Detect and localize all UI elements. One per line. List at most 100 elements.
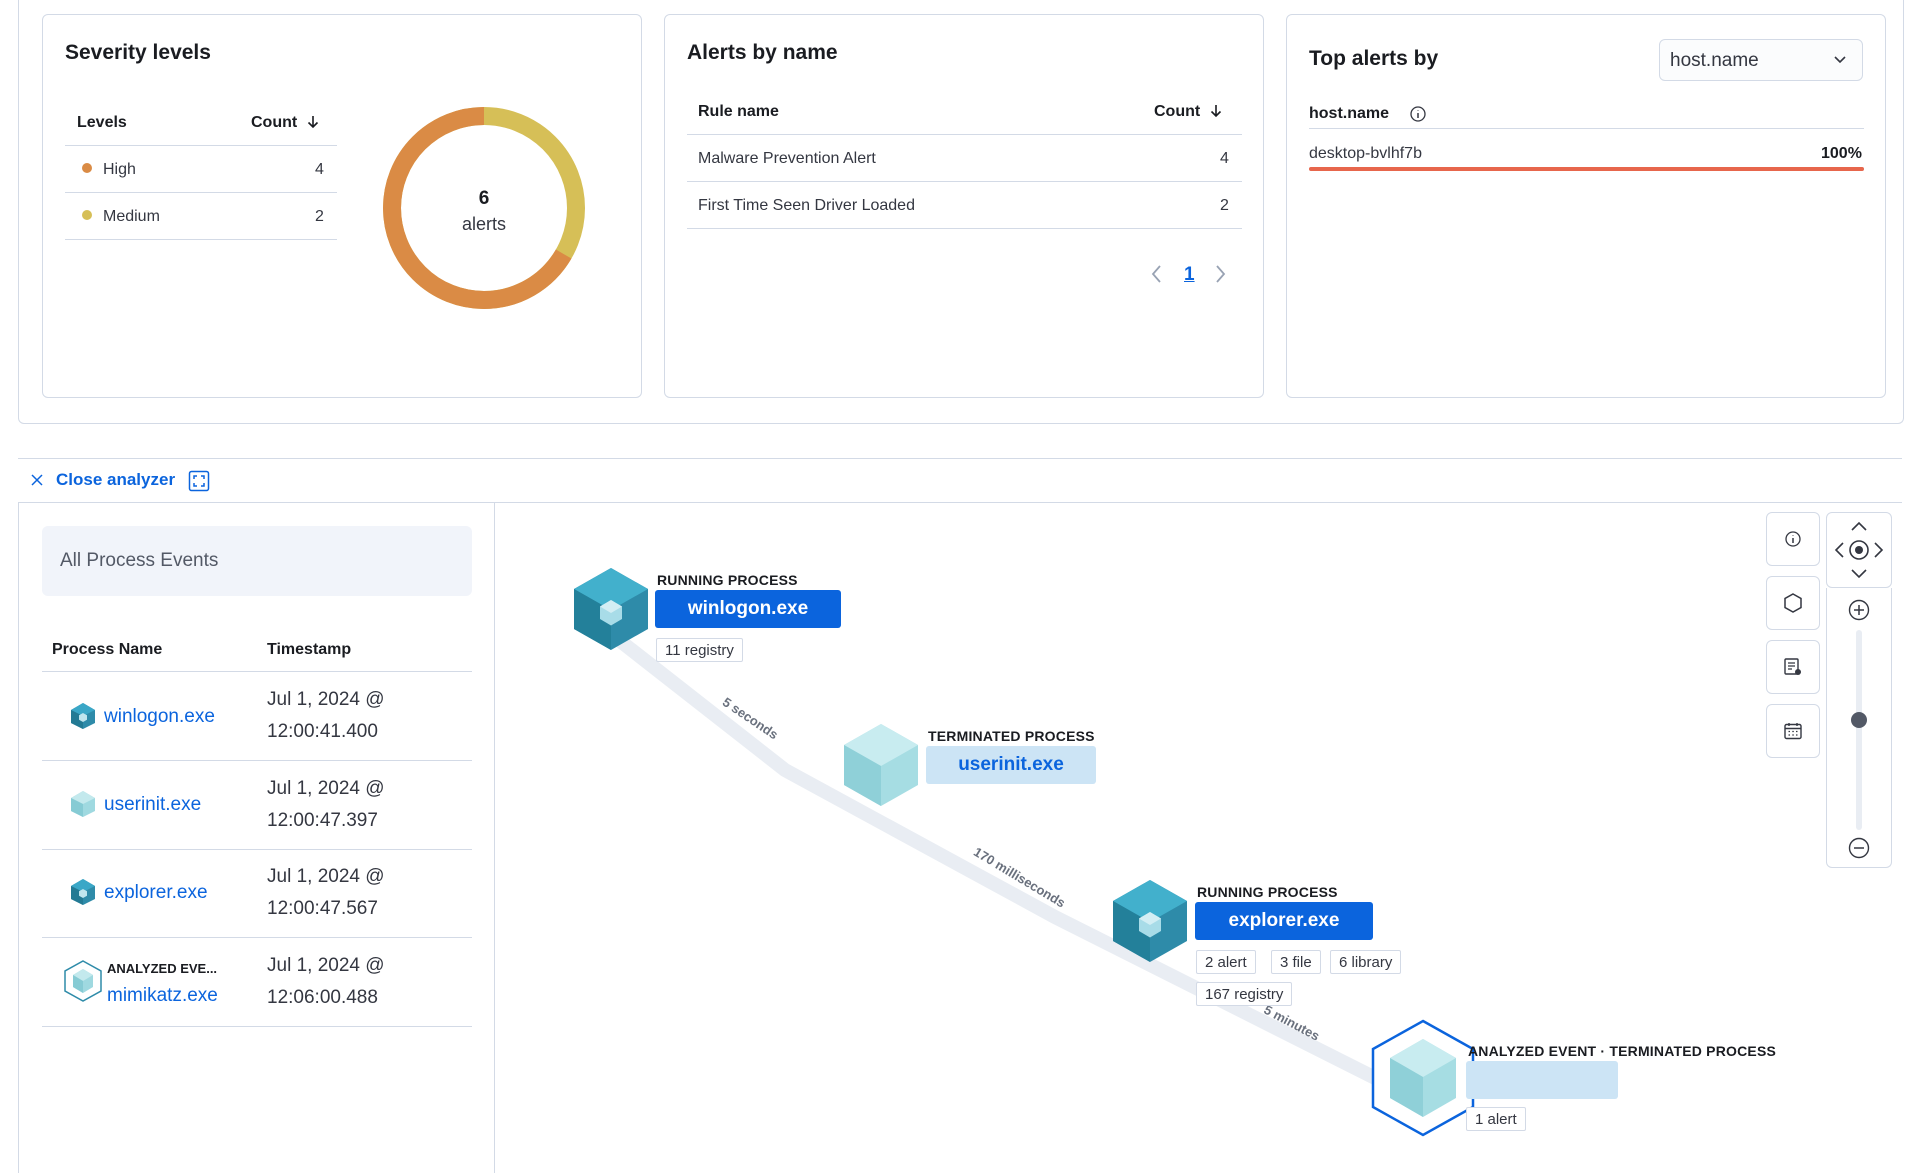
sort-down-icon bbox=[1210, 105, 1221, 118]
severity-title: Severity levels bbox=[65, 41, 211, 64]
high-severity-dot bbox=[82, 163, 92, 173]
severity-count-column-header[interactable]: Count bbox=[251, 114, 320, 132]
timestamp-date: Jul 1, 2024 @ bbox=[267, 955, 385, 976]
date-range-button[interactable] bbox=[1766, 704, 1820, 758]
analyzed-process-icon bbox=[64, 960, 102, 1002]
close-icon bbox=[31, 474, 43, 486]
info-icon[interactable] bbox=[1409, 105, 1427, 123]
alerts-summary-section bbox=[18, 0, 1904, 424]
host-progress-track bbox=[1309, 167, 1864, 171]
running-process-node-icon[interactable] bbox=[572, 566, 650, 652]
fullscreen-icon[interactable] bbox=[188, 470, 210, 492]
severity-donut-chart[interactable]: 6 alerts bbox=[379, 103, 589, 313]
hexagon-icon bbox=[1784, 593, 1802, 613]
list-settings-icon bbox=[1784, 658, 1801, 675]
graph-settings-button[interactable] bbox=[1766, 640, 1820, 694]
timestamp-time: 12:06:00.488 bbox=[267, 987, 378, 1008]
process-timestamp: Jul 1, 2024 @12:00:41.400 bbox=[267, 684, 385, 748]
divider bbox=[18, 502, 1902, 503]
sort-down-icon bbox=[307, 116, 318, 129]
process-link-explorer[interactable]: explorer.exe bbox=[104, 882, 208, 903]
all-process-events-title: All Process Events bbox=[60, 550, 219, 571]
node-state-label: TERMINATED PROCESS bbox=[928, 728, 1095, 744]
donut-unit: alerts bbox=[462, 214, 506, 234]
rule-count-cell: 4 bbox=[1220, 150, 1229, 167]
close-analyzer-button[interactable]: Close analyzer bbox=[30, 470, 175, 490]
severity-count-label: Count bbox=[251, 114, 298, 131]
event-pill[interactable]: 1 alert bbox=[1466, 1107, 1526, 1131]
divider bbox=[65, 192, 337, 193]
node-button-userinit[interactable]: userinit.exe bbox=[926, 746, 1096, 784]
zoom-in-icon[interactable] bbox=[1847, 598, 1871, 622]
timestamp-column-header[interactable]: Timestamp bbox=[267, 641, 352, 658]
terminated-process-node-icon[interactable] bbox=[842, 722, 920, 808]
divider bbox=[42, 760, 472, 761]
analyzed-event-label: ANALYZED EVE... bbox=[107, 961, 218, 976]
running-process-icon bbox=[71, 879, 95, 905]
zoom-slider-track[interactable] bbox=[1856, 630, 1862, 830]
pan-control[interactable] bbox=[1826, 512, 1892, 588]
divider bbox=[65, 239, 337, 240]
node-button-analyzed[interactable] bbox=[1466, 1061, 1618, 1099]
donut-segment-high bbox=[383, 107, 585, 309]
analyzed-process-node-icon[interactable] bbox=[1370, 1018, 1476, 1138]
divider bbox=[42, 849, 472, 850]
divider bbox=[687, 181, 1242, 182]
divider bbox=[494, 502, 495, 1173]
host-name-value[interactable]: desktop-bvlhf7b bbox=[1309, 145, 1422, 162]
rule-name-cell[interactable]: First Time Seen Driver Loaded bbox=[698, 197, 915, 214]
divider bbox=[1309, 128, 1864, 129]
terminated-process-icon bbox=[71, 791, 95, 817]
process-link-winlogon[interactable]: winlogon.exe bbox=[104, 706, 215, 727]
host-progress-fill bbox=[1309, 167, 1864, 171]
calendar-icon bbox=[1784, 723, 1802, 740]
node-state-label: RUNNING PROCESS bbox=[657, 572, 798, 588]
process-link-mimikatz[interactable]: mimikatz.exe bbox=[107, 985, 218, 1006]
severity-level-high[interactable]: High bbox=[103, 161, 136, 178]
zoom-out-icon[interactable] bbox=[1847, 836, 1871, 860]
group-by-select[interactable]: host.name bbox=[1659, 39, 1863, 81]
event-pill[interactable]: 167 registry bbox=[1196, 982, 1293, 1006]
timestamp-date: Jul 1, 2024 @ bbox=[267, 866, 385, 887]
process-link-userinit[interactable]: userinit.exe bbox=[104, 794, 202, 815]
levels-column-header[interactable]: Levels bbox=[77, 114, 127, 131]
node-button-winlogon[interactable]: winlogon.exe bbox=[655, 590, 841, 628]
rule-name-cell[interactable]: Malware Prevention Alert bbox=[698, 150, 876, 167]
severity-count-high: 4 bbox=[315, 161, 324, 178]
timestamp-time: 12:00:47.397 bbox=[267, 810, 378, 831]
running-process-node-icon[interactable] bbox=[1111, 878, 1189, 964]
chevron-down-icon bbox=[1834, 56, 1846, 64]
next-page-icon[interactable] bbox=[1213, 263, 1227, 285]
donut-total: 6 bbox=[479, 188, 490, 209]
event-pill[interactable]: 11 registry bbox=[656, 638, 743, 662]
rule-name-column-header[interactable]: Rule name bbox=[698, 103, 779, 120]
all-process-events-header[interactable]: All Process Events bbox=[42, 526, 472, 596]
divider bbox=[18, 458, 1902, 459]
alerts-by-name-title: Alerts by name bbox=[687, 41, 838, 64]
rule-count-column-header[interactable]: Count bbox=[1154, 103, 1223, 121]
divider bbox=[687, 134, 1242, 135]
divider bbox=[42, 1026, 472, 1027]
page-number-button[interactable]: 1 bbox=[1184, 264, 1195, 285]
node-legend-button[interactable] bbox=[1766, 576, 1820, 630]
event-pill[interactable]: 2 alert bbox=[1196, 950, 1256, 974]
rule-count-cell: 2 bbox=[1220, 197, 1229, 214]
event-pill[interactable]: 6 library bbox=[1330, 950, 1402, 974]
divider bbox=[42, 671, 472, 672]
process-name-column-header[interactable]: Process Name bbox=[52, 641, 163, 658]
previous-page-icon[interactable] bbox=[1150, 263, 1164, 285]
info-icon bbox=[1785, 531, 1801, 547]
divider bbox=[65, 145, 337, 146]
graph-info-button[interactable] bbox=[1766, 512, 1820, 566]
zoom-slider-thumb[interactable] bbox=[1851, 712, 1867, 728]
group-by-select-value: host.name bbox=[1670, 50, 1759, 71]
severity-count-medium: 2 bbox=[315, 208, 324, 225]
node-button-explorer[interactable]: explorer.exe bbox=[1195, 902, 1373, 940]
timestamp-time: 12:00:47.567 bbox=[267, 898, 378, 919]
divider bbox=[18, 502, 19, 1173]
event-pill[interactable]: 3 file bbox=[1271, 950, 1321, 974]
top-alerts-panel: Top alerts by host.name host.name deskto… bbox=[1286, 14, 1886, 398]
severity-level-medium[interactable]: Medium bbox=[103, 208, 160, 225]
medium-severity-dot bbox=[82, 210, 92, 220]
timestamp-date: Jul 1, 2024 @ bbox=[267, 689, 385, 710]
